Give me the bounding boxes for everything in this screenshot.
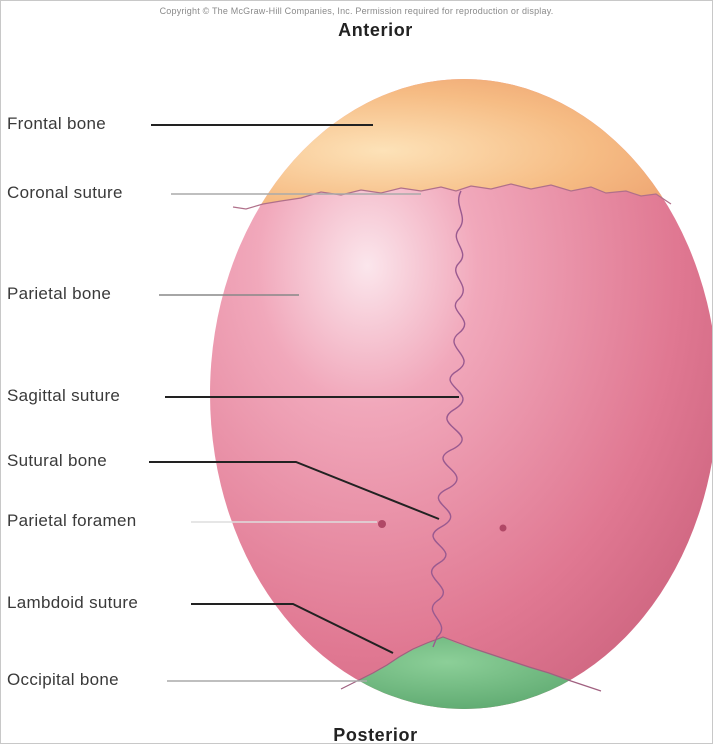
- posterior-label: Posterior: [39, 725, 712, 744]
- label-coronal-suture: Coronal suture: [7, 183, 123, 203]
- label-parietal-bone: Parietal bone: [7, 284, 111, 304]
- label-parietal-foramen: Parietal foramen: [7, 511, 137, 531]
- label-lambdoid-suture: Lambdoid suture: [7, 593, 138, 613]
- label-occipital-bone: Occipital bone: [7, 670, 119, 690]
- parietal-foramen-right: [500, 525, 507, 532]
- parietal-foramen-left: [378, 520, 386, 528]
- label-frontal-bone: Frontal bone: [7, 114, 106, 134]
- label-sutural-bone: Sutural bone: [7, 451, 107, 471]
- label-sagittal-suture: Sagittal suture: [7, 386, 120, 406]
